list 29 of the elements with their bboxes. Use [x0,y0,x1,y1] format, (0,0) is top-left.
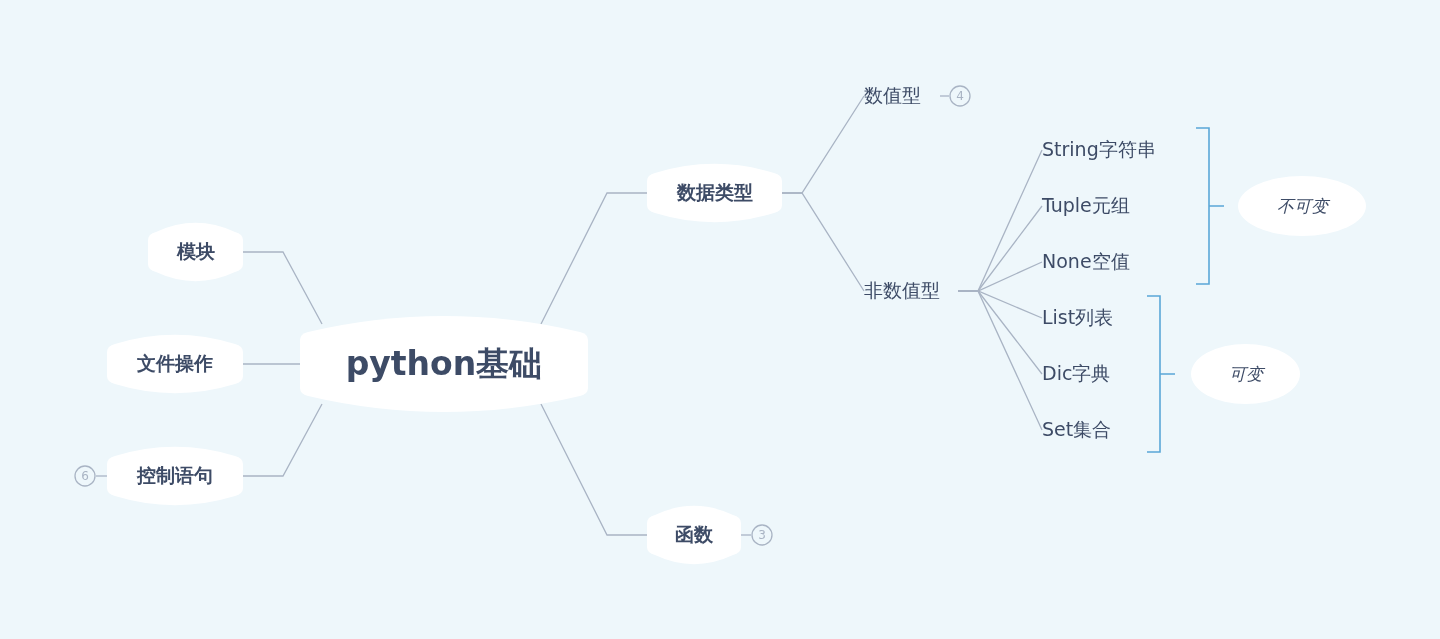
connector-line [242,251,323,325]
topic-box: 控制语句 [107,446,243,506]
topic-label: String字符串 [1042,134,1182,166]
connector-line [540,192,648,325]
topic-label: Tuple元组 [1042,190,1152,222]
count-badge: 4 [949,85,971,107]
topic-label: 非数值型 [864,275,958,307]
count-badge: 6 [74,465,96,487]
topic-label: Dic字典 [1042,358,1132,390]
summary-ellipse: 可变 [1191,344,1300,404]
connector-line [95,475,108,477]
topic-label: 数值型 [864,80,940,112]
count-badge: 3 [751,524,773,546]
topic-label: Set集合 [1042,414,1132,446]
central-topic-box: python基础 [300,314,588,414]
connector-line [939,95,950,97]
topic-label: None空值 [1042,246,1152,278]
topic-box: 模块 [148,222,243,282]
summary-ellipse: 不可变 [1238,176,1366,236]
topic-box: 文件操作 [107,334,243,394]
topic-box: 数据类型 [647,163,782,223]
connector-line [781,192,865,292]
topic-box: 函数 [647,505,741,565]
connector-line [540,403,648,536]
connector-line [242,363,301,365]
topic-label: List列表 [1042,302,1132,334]
connector-line [740,534,752,536]
connector-line [242,403,323,477]
connector-line [957,290,1043,431]
